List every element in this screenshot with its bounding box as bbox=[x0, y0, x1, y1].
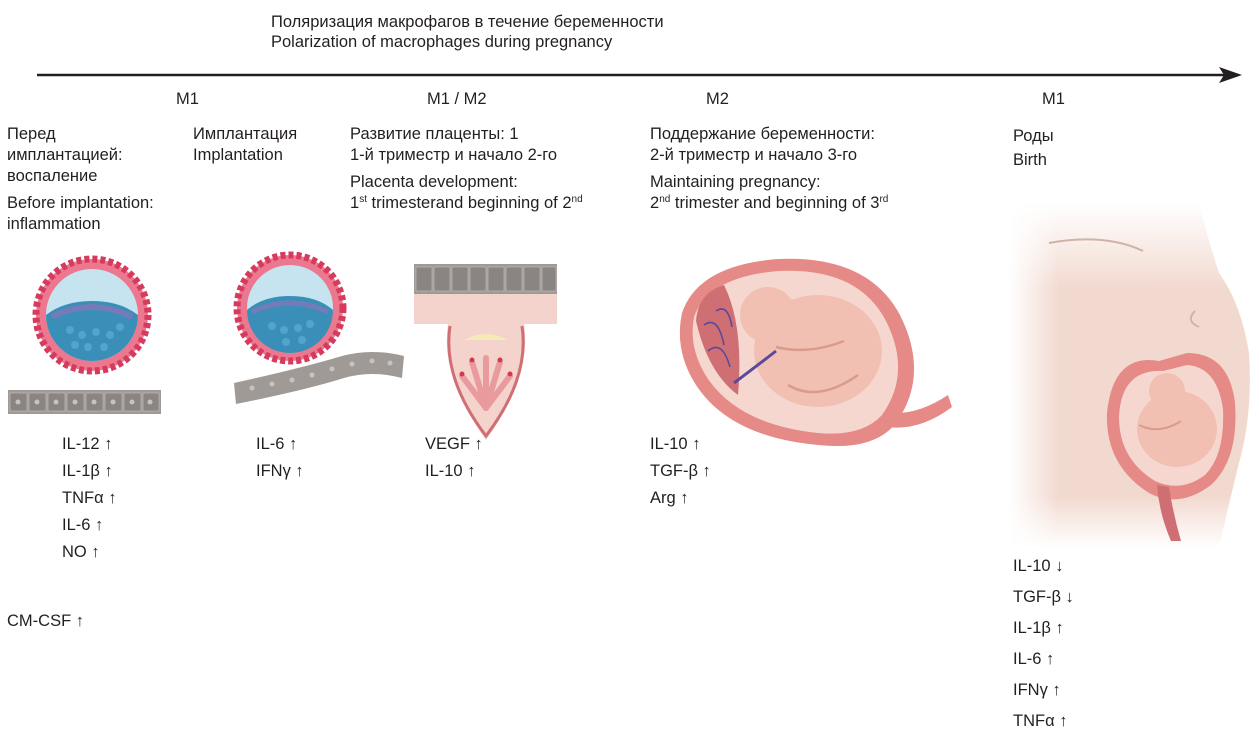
cytokine-item: IL-10 ↑ bbox=[650, 431, 711, 458]
cytokine-item: IL-1β ↑ bbox=[62, 458, 116, 485]
stage4-label: M2 bbox=[706, 90, 729, 109]
cytokine-item: IL-10 ↑ bbox=[425, 458, 483, 485]
cytokine-item: IL-6 ↑ bbox=[1013, 644, 1074, 675]
stage5-ru-line1: Роды bbox=[1013, 124, 1054, 148]
implantation-icon bbox=[222, 238, 422, 408]
stage1-cytokine-list: IL-12 ↑ IL-1β ↑ TNFα ↑ IL-6 ↑ NO ↑ bbox=[62, 431, 116, 566]
timeline-arrow bbox=[0, 65, 1259, 85]
cytokine-item: TGF-β ↓ bbox=[1013, 582, 1074, 613]
stage4-cytokine-list: IL-10 ↑ TGF-β ↑ Arg ↑ bbox=[650, 431, 711, 512]
cytokine-item: NO ↑ bbox=[62, 539, 116, 566]
stage2-cytokine-list: IL-6 ↑ IFNγ ↑ bbox=[256, 431, 304, 485]
cytokine-item: TGF-β ↑ bbox=[650, 458, 711, 485]
stage5-cytokine-list: IL-10 ↓ TGF-β ↓ IL-1β ↑ IL-6 ↑ IFNγ ↑ TN… bbox=[1013, 551, 1074, 737]
fetus-in-uterus-icon bbox=[668, 255, 958, 460]
cytokine-item: Arg ↑ bbox=[650, 485, 711, 512]
stage2-description: Имплантация Implantation bbox=[193, 124, 297, 166]
stage3-label: M1 / M2 bbox=[427, 90, 487, 109]
stage3-en-line1: Placenta development: bbox=[350, 172, 583, 193]
diagram-title: Поляризация макрофагов в течение беремен… bbox=[271, 12, 664, 52]
pregnant-body-icon bbox=[1009, 203, 1259, 548]
stage2-ru-line1: Имплантация bbox=[193, 124, 297, 145]
placenta-icon bbox=[412, 258, 562, 443]
cytokine-item: IL-6 ↑ bbox=[62, 512, 116, 539]
stage4-description: Поддержание беременности: 2-й триместр и… bbox=[650, 124, 888, 214]
stage4-ru-line2: 2-й триместр и начало 3-го bbox=[650, 145, 888, 166]
stage1-description: Перед имплантацией: воспаление Before im… bbox=[7, 124, 154, 235]
blastocyst-icon bbox=[0, 235, 170, 415]
stage5-en-line1: Birth bbox=[1013, 148, 1054, 172]
stage2-en-line1: Implantation bbox=[193, 145, 297, 166]
stage1-ru-line2: имплантацией: bbox=[7, 145, 154, 166]
stage1-en-line2: inflammation bbox=[7, 214, 154, 235]
stage1-ru-line1: Перед bbox=[7, 124, 154, 145]
cytokine-item: IL-1β ↑ bbox=[1013, 613, 1074, 644]
stage1-en-line1: Before implantation: bbox=[7, 193, 154, 214]
stage3-ru-line1: Развитие плаценты: 1 bbox=[350, 124, 583, 145]
stage4-ru-line1: Поддержание беременности: bbox=[650, 124, 888, 145]
cytokine-item: IL-12 ↑ bbox=[62, 431, 116, 458]
cytokine-item: VEGF ↑ bbox=[425, 431, 483, 458]
cytokine-item: TNFα ↑ bbox=[1013, 706, 1074, 737]
stage5-description: Роды Birth bbox=[1013, 124, 1054, 172]
cytokine-item: IFNγ ↑ bbox=[256, 458, 304, 485]
cytokine-item: IL-10 ↓ bbox=[1013, 551, 1074, 582]
title-ru: Поляризация макрофагов в течение беремен… bbox=[271, 12, 664, 32]
stage3-cytokine-list: VEGF ↑ IL-10 ↑ bbox=[425, 431, 483, 485]
stage5-label: M1 bbox=[1042, 90, 1065, 109]
stage3-ru-line2: 1-й триместр и начало 2-го bbox=[350, 145, 583, 166]
cytokine-item: TNFα ↑ bbox=[62, 485, 116, 512]
stage3-en-line2: 1st trimesterand beginning of 2nd bbox=[350, 193, 583, 214]
stage1-ru-line3: воспаление bbox=[7, 166, 154, 187]
stage4-en-line2: 2nd trimester and beginning of 3rd bbox=[650, 193, 888, 214]
title-en: Polarization of macrophages during pregn… bbox=[271, 32, 664, 52]
stage4-en-line1: Maintaining pregnancy: bbox=[650, 172, 888, 193]
stage1-label: M1 bbox=[176, 90, 199, 109]
cytokine-item: IL-6 ↑ bbox=[256, 431, 304, 458]
stage3-description: Развитие плаценты: 1 1-й триместр и нача… bbox=[350, 124, 583, 214]
stage1-extra-cytokine: CM-CSF ↑ bbox=[7, 611, 84, 631]
cytokine-item: IFNγ ↑ bbox=[1013, 675, 1074, 706]
